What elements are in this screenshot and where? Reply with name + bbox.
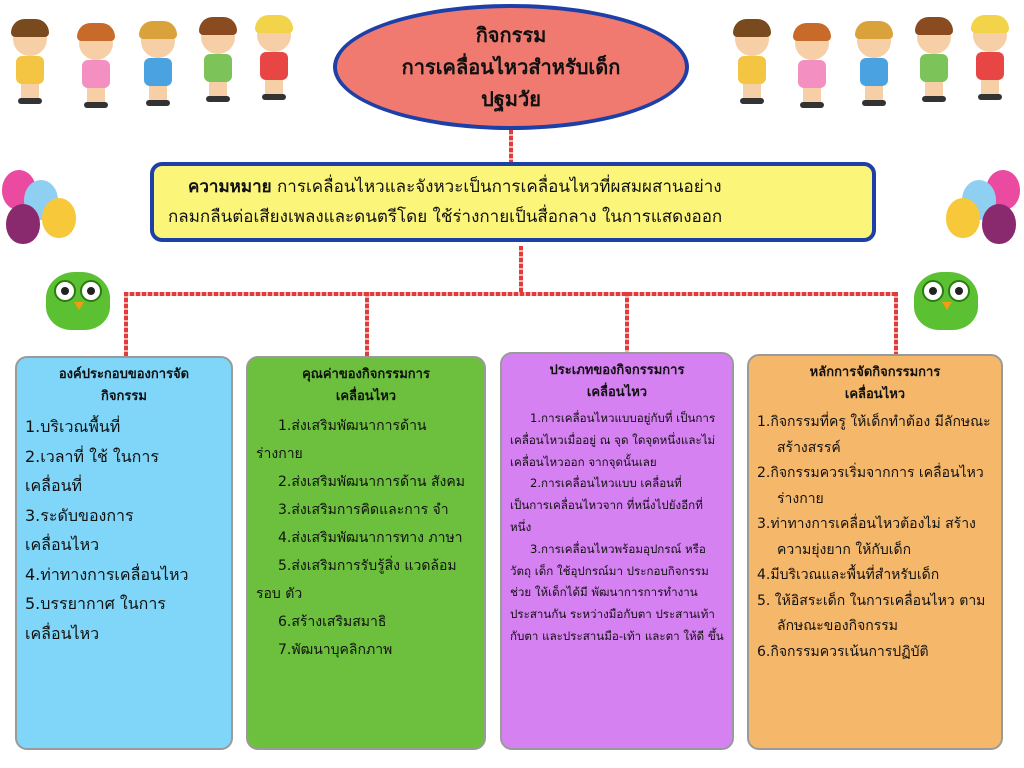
child-icon <box>850 21 898 114</box>
title-line-1: กิจกรรม <box>475 23 547 47</box>
principles-heading-line-2: เคลื่อนไหว <box>844 387 906 402</box>
connector-definition-trunk <box>519 246 523 294</box>
principles-box: หลักการจัดกิจกรรมการ เคลื่อนไหว 1.กิจกรร… <box>747 354 1003 750</box>
list-item: 2.กิจกรรมควรเริ่มจากการ เคลื่อนไหวร่างกา… <box>757 465 984 507</box>
list-item: 6.สร้างเสริมสมาธิ <box>278 614 387 630</box>
list-item: 2.การเคลื่อนไหวแบบ เคลื่อนที่ เป็นการเคล… <box>510 476 703 534</box>
list-item: เคลื่อนที่ <box>25 476 83 495</box>
values-box: คุณค่าของกิจกรรมการ เคลื่อนไหว 1.ส่งเสริ… <box>246 356 486 750</box>
title-line-2: การเคลื่อนไหวสำหรับเด็ก <box>401 55 621 79</box>
child-icon <box>134 21 182 114</box>
principles-heading-line-1: หลักการจัดกิจกรรมการ <box>809 365 941 380</box>
types-heading: ประเภทของกิจกรรมการ เคลื่อนไหว <box>510 360 724 404</box>
balloon-icon <box>6 204 40 244</box>
definition-text-1: การเคลื่อนไหวและจังหวะเป็นการเคลื่อนไหวท… <box>271 177 722 197</box>
components-heading: องค์ประกอบของการจัด กิจกรรม <box>25 364 223 408</box>
types-box: ประเภทของกิจกรรมการ เคลื่อนไหว 1.การเคลื… <box>500 352 734 750</box>
owl-icon-left <box>46 262 110 334</box>
list-item: 5.ส่งเสริมการรับรู้สิ่ง แวดล้อมรอบ ตัว <box>256 558 457 602</box>
child-icon <box>250 15 298 108</box>
balloon-icon <box>946 198 980 238</box>
list-item: 3.ระดับของการ <box>25 505 134 525</box>
list-item: 2.เวลาที่ ใช้ ในการ <box>25 446 159 466</box>
list-item: 1.การเคลื่อนไหวแบบอยู่กับที่ เป็นการเคลื… <box>510 411 716 469</box>
connector-title-definition <box>509 130 513 162</box>
balloon-icon <box>982 204 1016 244</box>
definition-line-2: กลมกลืนต่อเสียงเพลงและดนตรีโดย ใช้ร่างกา… <box>168 207 723 227</box>
connector-drop-values <box>365 292 369 356</box>
connector-drop-components <box>124 292 128 356</box>
child-icon <box>6 19 54 112</box>
definition-line-1: ความหมาย การเคลื่อนไหวและจังหวะเป็นการเค… <box>168 172 858 202</box>
list-item: 3.การเคลื่อนไหวพร้อมอุปกรณ์ หรือวัตถุ เด… <box>510 541 724 643</box>
child-icon <box>194 17 242 110</box>
list-item: 6.กิจกรรมควรเน้นการปฏิบัติ <box>757 643 929 660</box>
title-line-3: ปฐมวัย <box>481 87 541 111</box>
types-heading-line-2: เคลื่อนไหว <box>586 385 648 400</box>
balloons-right <box>944 170 1024 300</box>
child-icon <box>910 17 958 110</box>
list-item: 5. ให้อิสระเด็ก ในการเคลื่อนไหว ตามลักษณ… <box>757 592 986 635</box>
list-item: เคลื่อนไหว <box>25 535 100 554</box>
types-heading-line-1: ประเภทของกิจกรรมการ <box>549 363 685 378</box>
children-illustration-right <box>728 14 1020 114</box>
values-heading-line-1: คุณค่าของกิจกรรมการ <box>302 367 430 382</box>
list-item: 5.บรรยากาศ ในการ <box>25 594 166 613</box>
definition-box: ความหมาย การเคลื่อนไหวและจังหวะเป็นการเค… <box>150 162 876 242</box>
values-heading: คุณค่าของกิจกรรมการ เคลื่อนไหว <box>256 364 476 408</box>
list-item: 4.มีบริเวณและพื้นที่สำหรับเด็ก <box>757 567 940 583</box>
list-item: 1.กิจกรรมที่ครู ให้เด็กทำต้อง มีลักษณะสร… <box>757 414 991 456</box>
list-item: 2.ส่งเสริมพัฒนาการด้าน สังคม <box>278 474 465 490</box>
title-ellipse: กิจกรรม การเคลื่อนไหวสำหรับเด็ก ปฐมวัย <box>333 4 689 130</box>
list-item: 4.ท่าทางการเคลื่อนไหว <box>25 564 189 584</box>
list-item: 1.บริเวณพื้นที่ <box>25 417 121 436</box>
connector-horizontal <box>124 292 898 296</box>
child-icon <box>966 15 1014 108</box>
list-item: 1.ส่งเสริมพัฒนาการด้าน ร่างกาย <box>256 418 427 462</box>
children-illustration-left <box>6 14 306 114</box>
principles-heading: หลักการจัดกิจกรรมการ เคลื่อนไหว <box>757 362 993 406</box>
definition-label: ความหมาย <box>188 177 272 197</box>
child-icon <box>72 23 120 116</box>
child-icon <box>728 19 776 112</box>
child-icon <box>788 23 836 116</box>
balloons-left <box>2 170 82 300</box>
list-item: เคลื่อนไหว <box>25 623 100 643</box>
connector-drop-types <box>625 292 629 352</box>
owl-icon-right <box>914 262 978 334</box>
components-box: องค์ประกอบของการจัด กิจกรรม 1.บริเวณพื้น… <box>15 356 233 750</box>
components-heading-line-1: องค์ประกอบของการจัด <box>58 367 190 382</box>
values-heading-line-2: เคลื่อนไหว <box>335 389 397 404</box>
list-item: 3.ส่งเสริมการคิดและการ จำ <box>278 502 449 518</box>
components-heading-line-2: กิจกรรม <box>101 389 147 404</box>
connector-drop-principles <box>894 292 898 354</box>
list-item: 4.ส่งเสริมพัฒนาการทาง ภาษา <box>278 530 463 546</box>
list-item: 7.พัฒนาบุคลิกภาพ <box>278 642 393 658</box>
list-item: 3.ท่าทางการเคลื่อนไหวต้องไม่ สร้างความยุ… <box>757 516 976 558</box>
balloon-icon <box>42 198 76 238</box>
